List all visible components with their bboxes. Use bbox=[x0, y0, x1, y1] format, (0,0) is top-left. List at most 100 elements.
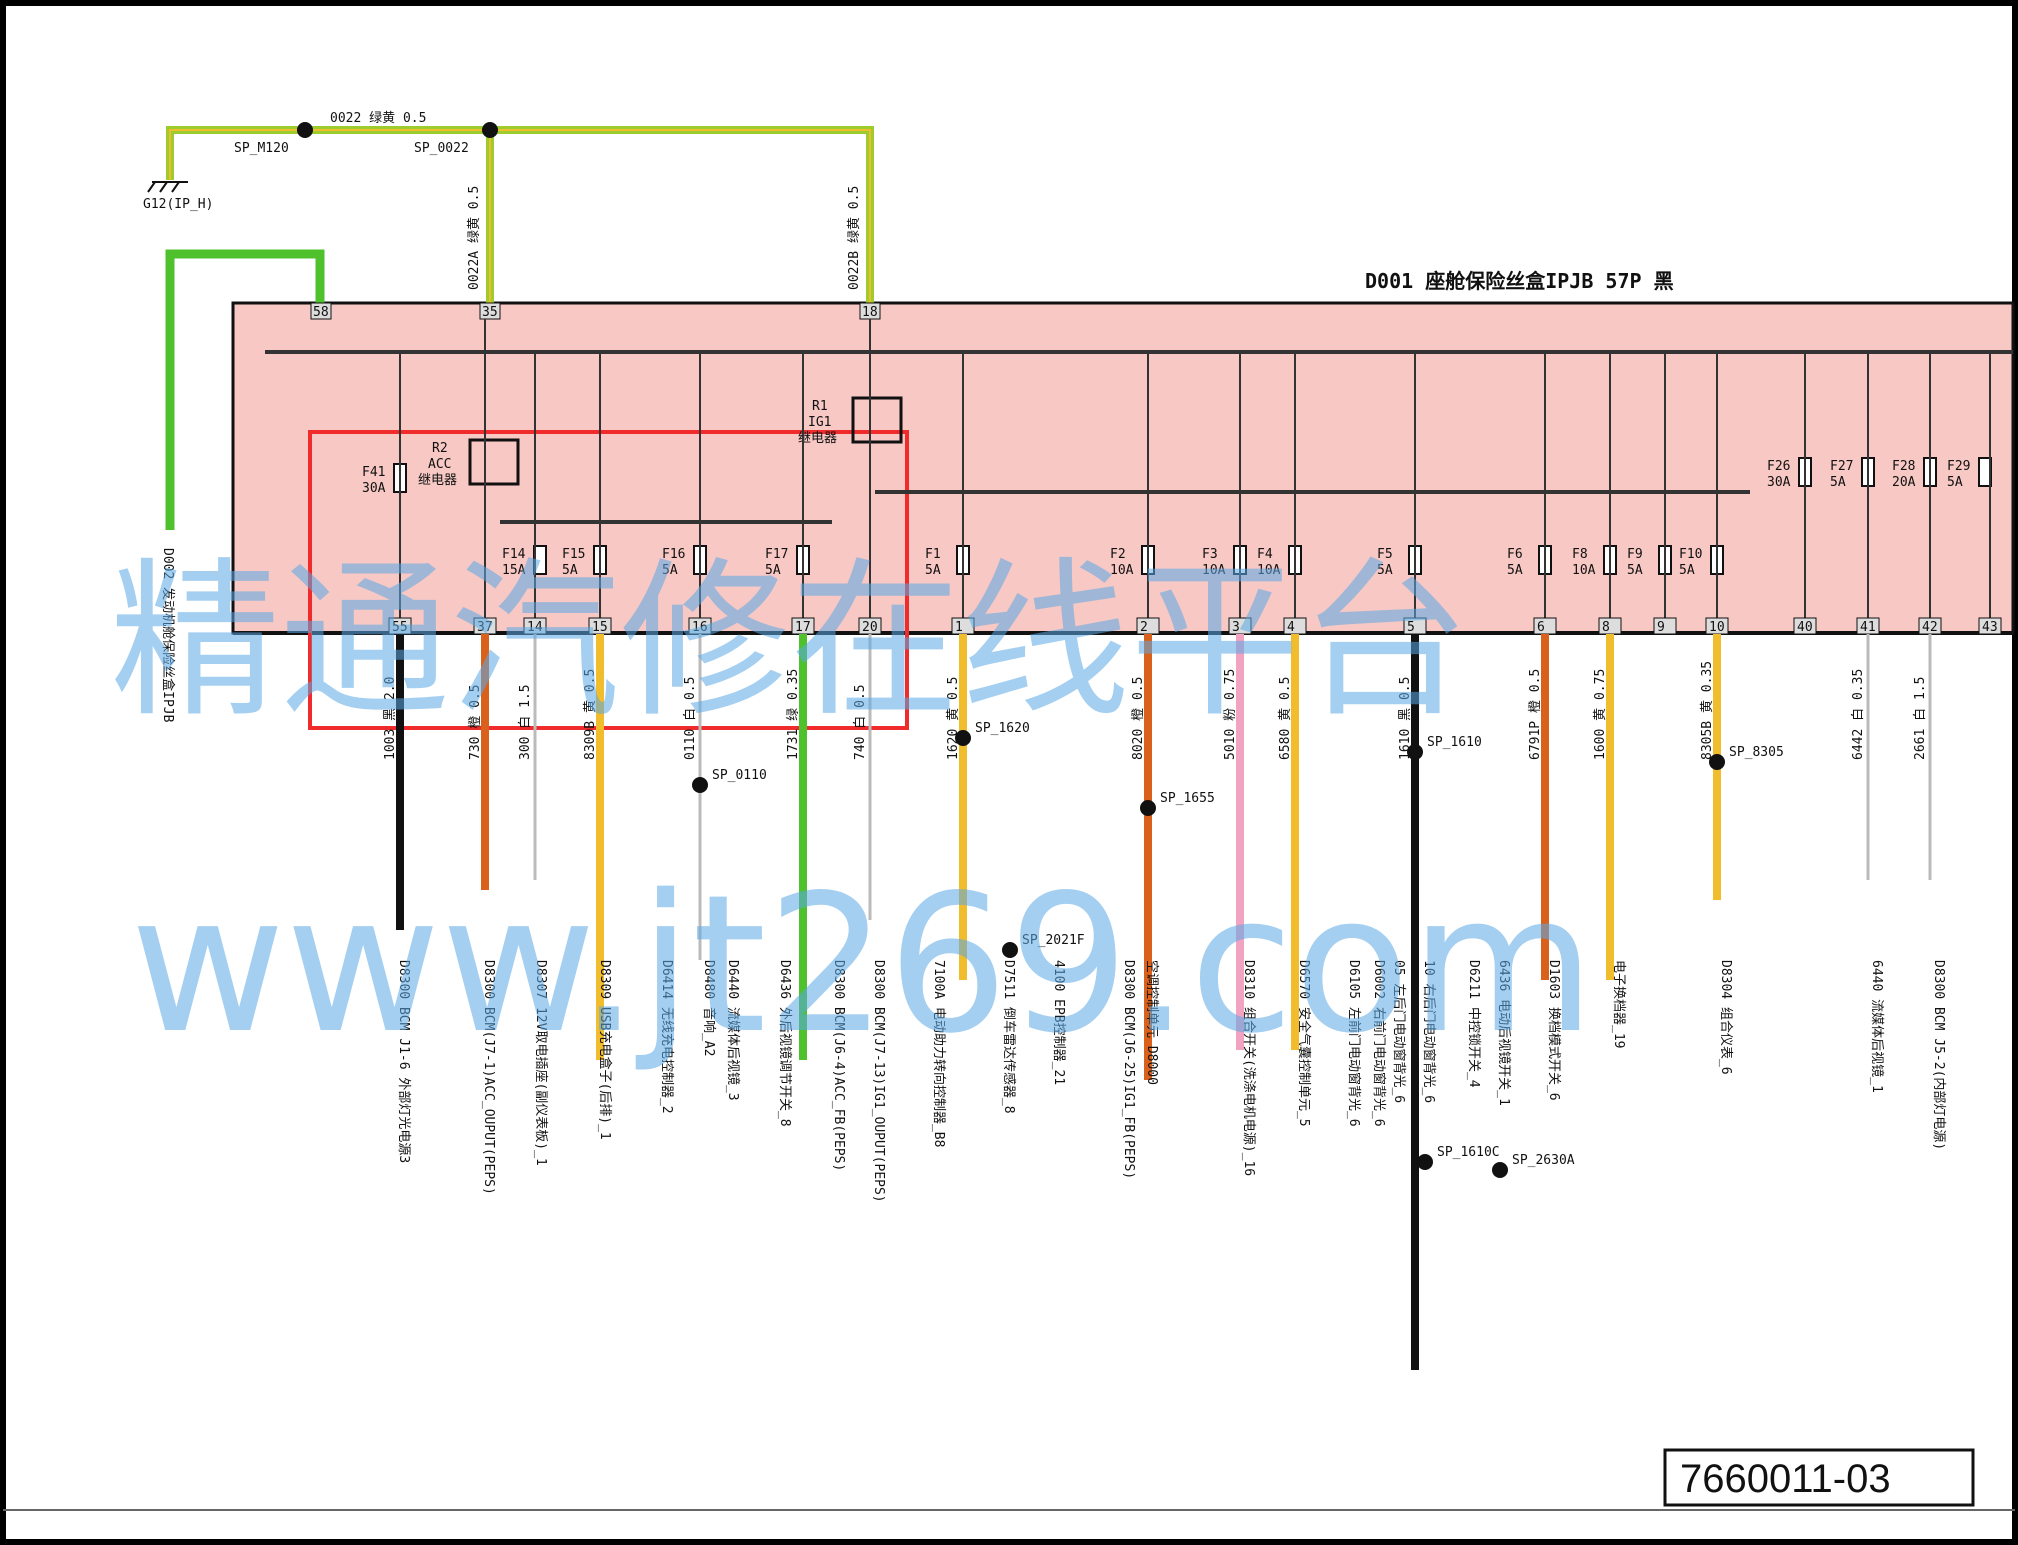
fuse-f17-name: F17 bbox=[765, 547, 788, 562]
destination-19: 05 左后门电动窗背光_6 bbox=[1391, 960, 1407, 1103]
fuse-f16-name: F16 bbox=[662, 547, 685, 562]
fuse-f5-name: F5 bbox=[1377, 547, 1393, 562]
destination-3: D8309 USB充电盒子(后排)_1 bbox=[597, 960, 613, 1140]
relay-r2-line1: ACC bbox=[428, 457, 451, 472]
top-pins: 58 35 18 bbox=[310, 302, 881, 320]
fuse-f17-rating: 5A bbox=[765, 563, 781, 578]
fuse-f28-rating: 20A bbox=[1892, 475, 1916, 490]
wire-label-3: 8309B 黄 0.5 bbox=[583, 669, 598, 760]
destination-22: 6436 电动后视镜开关_1 bbox=[1496, 960, 1511, 1106]
destination-20: 10 右后门电动窗背光_6 bbox=[1421, 960, 1437, 1103]
fuse-f1-rating: 5A bbox=[925, 563, 941, 578]
destination-11: D7511 倒车雷达传感器_8 bbox=[1001, 960, 1017, 1114]
bottom-pin-2-label: 2 bbox=[1140, 620, 1148, 635]
destination-27: D8300 BCM J5-2(内部灯电源) bbox=[1931, 960, 1947, 1150]
fuse-f15-rating: 5A bbox=[562, 563, 578, 578]
bottom-pin-5-label: 5 bbox=[1407, 620, 1415, 635]
top-pin-18-label: 18 bbox=[862, 305, 878, 320]
splice-label-2: SP_2021F bbox=[1022, 933, 1085, 948]
destination-26: 6440 流媒体后视镜_1 bbox=[1869, 960, 1884, 1093]
splice-sp-1610c bbox=[1417, 1154, 1433, 1170]
highlight-box bbox=[308, 430, 909, 730]
relay-r2 bbox=[468, 438, 520, 486]
splice-label-6: SP_1610C bbox=[1437, 1145, 1500, 1160]
fuse-f27-rating: 5A bbox=[1830, 475, 1846, 490]
bottom-pin-9 bbox=[1653, 617, 1677, 635]
destination-8: D8300 BCM(J6-4)ACC_FB(PEPS) bbox=[831, 960, 846, 1171]
fuse-f3-name: F3 bbox=[1202, 547, 1218, 562]
splice-layer: SP_1620SP_0110SP_2021FSP_1655SP_1610SP_8… bbox=[692, 721, 1784, 1178]
relay-r1-line1: IG1 bbox=[808, 415, 831, 430]
wire-label-1: 730 橙 0.5 bbox=[468, 684, 483, 760]
destination-4: D6414 无线充电控制器_2 bbox=[659, 960, 675, 1114]
splice-label-4: SP_1610 bbox=[1427, 735, 1482, 750]
wire-label-6: 740 白 0.5 bbox=[852, 684, 868, 760]
wire-0022a-label: 0022A 绿黄 0.5 bbox=[467, 186, 482, 290]
wire-label-0: 1003 黑 2.0 bbox=[383, 677, 398, 760]
bottom-pin-14-label: 14 bbox=[527, 620, 543, 635]
destination-7: D6436 外后视镜调节开关_8 bbox=[777, 960, 792, 1127]
splice-label-5: SP_8305 bbox=[1729, 745, 1784, 760]
splice-sp-0022 bbox=[482, 122, 498, 138]
fuse-f27-name: F27 bbox=[1830, 459, 1853, 474]
fuse-f4-rating: 10A bbox=[1257, 563, 1281, 578]
fuse-f1-name: F1 bbox=[925, 547, 941, 562]
relay-r2-line2: 继电器 bbox=[418, 473, 457, 488]
destination-23: D1603 换档模式开关_6 bbox=[1546, 960, 1561, 1101]
fuse-f41-rating: 30A bbox=[362, 481, 386, 496]
fusebox-title: D001 座舱保险丝盒IPJB 57P 黑 bbox=[1365, 269, 1674, 293]
bottom-pin-3-label: 3 bbox=[1232, 620, 1240, 635]
splice-sp-1655 bbox=[1140, 800, 1156, 816]
ground-group: G12(IP_H) SP_M120 SP_0022 0022 绿黄 0.5 00… bbox=[143, 111, 874, 310]
top-pin-35 bbox=[479, 302, 501, 320]
d002-wire bbox=[165, 249, 325, 530]
bottom-pin-9-label: 9 bbox=[1657, 620, 1665, 635]
wire-label-16: 2661 白 1.5 bbox=[1912, 677, 1928, 760]
splice-sp-2630a bbox=[1492, 1162, 1508, 1178]
relay-r1-line2: 继电器 bbox=[798, 431, 837, 446]
fuse-f2-name: F2 bbox=[1110, 547, 1126, 562]
destination-17: D6105 左前门电动窗背光_6 bbox=[1346, 960, 1362, 1127]
diagram-id-box bbox=[1663, 1448, 1975, 1507]
ground-wire-core bbox=[169, 129, 871, 310]
bottom-pin-4-label: 4 bbox=[1287, 620, 1295, 635]
splice-sp-2021f bbox=[1002, 942, 1018, 958]
wire-label-4: 0110 白 0.5 bbox=[682, 677, 698, 760]
fuse-f10-name: F10 bbox=[1679, 547, 1702, 562]
splice-label-3: SP_1655 bbox=[1160, 791, 1215, 806]
d002-label: D002 发动机舱保险丝盒IPJB bbox=[160, 548, 176, 723]
splice-sp-1610 bbox=[1407, 744, 1423, 760]
destination-5: D8480 音响_A2 bbox=[701, 960, 717, 1056]
bottom-pin-55-label: 55 bbox=[392, 620, 408, 635]
relay-r1-name: R1 bbox=[812, 399, 828, 414]
fuse-f2-rating: 10A bbox=[1110, 563, 1134, 578]
splice-sp-0110 bbox=[692, 777, 708, 793]
bottom-pin-16-label: 16 bbox=[692, 620, 708, 635]
fuse-f6-rating: 5A bbox=[1507, 563, 1523, 578]
destination-21: D6211 中控锁开关_4 bbox=[1466, 960, 1482, 1088]
fuse-f14-rating: 15A bbox=[502, 563, 526, 578]
wire-0022b-label: 0022B 绿黄 0.5 bbox=[847, 186, 862, 290]
fuse-f8-rating: 10A bbox=[1572, 563, 1596, 578]
top-pin-35-label: 35 bbox=[482, 305, 498, 320]
bottom-pin-20-label: 20 bbox=[862, 620, 878, 635]
fuse-f8-name: F8 bbox=[1572, 547, 1588, 562]
ground-symbol-h1 bbox=[147, 181, 156, 193]
bottom-pin-42-label: 42 bbox=[1922, 620, 1938, 635]
destination-10: 7100A 电动助力转向控制器_B8 bbox=[931, 960, 947, 1147]
bottom-pin-43-label: 43 bbox=[1982, 620, 1998, 635]
wire-label-9: 5010 粉 0.75 bbox=[1223, 669, 1238, 760]
destination-14: 空调控制单元 D8000 bbox=[1144, 960, 1159, 1085]
fuse-f3-rating: 10A bbox=[1202, 563, 1226, 578]
fuse-f9-name: F9 bbox=[1627, 547, 1643, 562]
fuse-f26-rating: 30A bbox=[1767, 475, 1791, 490]
fuse-f9-rating: 5A bbox=[1627, 563, 1643, 578]
top-pin-58 bbox=[310, 302, 332, 320]
destination-12: 4100 EPB控制器_21 bbox=[1051, 960, 1066, 1085]
ground-symbol-h2 bbox=[159, 181, 168, 193]
destination-2: D8307 12V取电插座(副仪表板)_1 bbox=[533, 960, 548, 1166]
